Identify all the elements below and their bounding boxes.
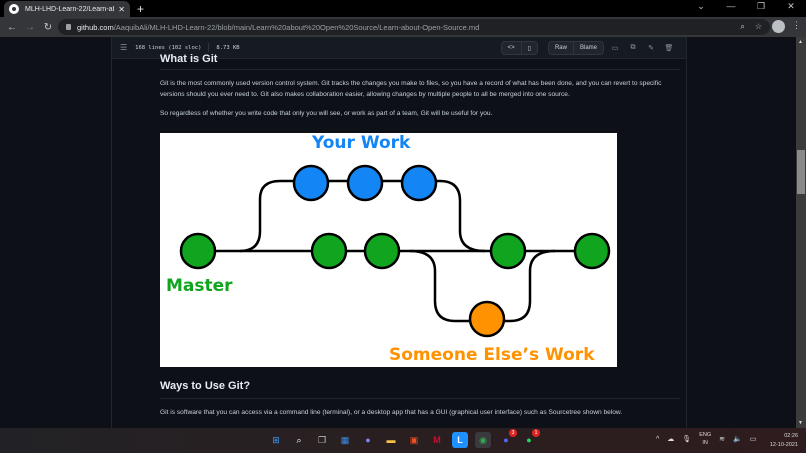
widgets-icon[interactable]: ▦ <box>340 434 350 445</box>
start-icon[interactable]: ⊞ <box>272 434 280 445</box>
heading-ways-to-use-git: Ways to Use Git? <box>160 380 680 399</box>
markdown-body-section-2: Ways to Use Git? Git is software that yo… <box>160 380 680 418</box>
label-master: Master <box>166 276 233 296</box>
file-viewer: ☰ 168 lines (102 sloc) 8.73 KB <> ▯ Raw … <box>111 37 687 428</box>
desktop-icon[interactable]: ▭ <box>611 45 619 52</box>
bookmark-star-icon[interactable]: ☆ <box>754 22 762 31</box>
notification-badge: 3 <box>509 429 517 437</box>
task-view-icon[interactable]: ❐ <box>317 434 327 445</box>
onedrive-icon[interactable]: ☁ <box>667 436 675 443</box>
url-path: /AaquibAli/MLH-LHD-Learn-22/blob/main/Le… <box>113 22 480 32</box>
github-favicon-icon <box>9 4 19 14</box>
forward-button[interactable]: → <box>25 21 35 33</box>
wifi-icon[interactable]: ≋ <box>719 436 725 443</box>
browser-tab[interactable]: MLH-LHD-Learn-22/Learn-about- ✕ <box>4 1 130 17</box>
notification-badge: 1 <box>532 429 540 437</box>
battery-icon[interactable]: ▭ <box>749 436 757 443</box>
profile-avatar[interactable] <box>772 20 785 33</box>
file-line-count: 168 lines (102 sloc) <box>135 44 202 51</box>
browser-tab-strip: MLH-LHD-Learn-22/Learn-about- ✕ + ⌄ — ❐ … <box>0 0 806 17</box>
taskbar-apps: ⊞ ⌕ ❐ ▦ ● ▬ ▣ M L ◉ ●3 ●1 <box>268 429 540 448</box>
edit-pencil-icon[interactable]: ✎ <box>648 45 654 52</box>
divider <box>208 43 210 52</box>
app-l-icon[interactable]: L <box>452 432 468 448</box>
browser-menu-icon[interactable]: ⋮ <box>792 20 801 30</box>
paragraph: Git is software that you can access via … <box>160 409 623 416</box>
preview-button[interactable]: ▯ <box>520 42 537 54</box>
copy-icon[interactable]: ⧉ <box>630 44 636 51</box>
view-toggle-group: <> ▯ <box>500 41 538 55</box>
scrollbar-thumb[interactable] <box>797 150 805 194</box>
close-window-button[interactable]: ✕ <box>787 1 795 11</box>
file-header: ☰ 168 lines (102 sloc) 8.73 KB <> ▯ Raw … <box>112 37 686 59</box>
language-indicator[interactable]: ENG IN <box>699 432 712 446</box>
browser-toolbar: ← → ↻ github.com /AaquibAli/MLH-LHD-Lear… <box>0 17 806 37</box>
store-icon[interactable]: ▣ <box>409 434 419 445</box>
trash-icon[interactable]: 🗑 <box>664 45 674 52</box>
outline-list-icon[interactable]: ☰ <box>120 43 128 52</box>
microphone-icon[interactable]: 🎙 <box>682 436 692 443</box>
date: 12-10-2021 <box>769 442 798 448</box>
windows-taskbar: ⊞ ⌕ ❐ ▦ ● ▬ ▣ M L ◉ ●3 ●1 ^ ☁ 🎙 ENG IN ≋… <box>0 428 806 453</box>
raw-blame-group: Raw Blame <box>547 41 604 55</box>
system-tray: ^ ☁ 🎙 ENG IN ≋ 🔈 ▭ <box>656 431 756 447</box>
discord-icon[interactable]: ●3 <box>498 429 517 448</box>
tray-chevron-icon[interactable]: ^ <box>656 435 660 443</box>
scroll-up-icon[interactable]: ▲ <box>798 39 803 45</box>
whatsapp-icon[interactable]: ●1 <box>521 429 540 448</box>
tab-search-icon[interactable]: ⌄ <box>697 1 705 11</box>
blame-button[interactable]: Blame <box>572 42 603 54</box>
file-explorer-icon[interactable]: ▬ <box>386 435 396 445</box>
github-page: ☰ 168 lines (102 sloc) 8.73 KB <> ▯ Raw … <box>0 37 796 428</box>
raw-button[interactable]: Raw <box>554 45 567 51</box>
zoom-icon[interactable]: ⌕ <box>740 22 745 31</box>
url-host: github.com <box>77 22 114 32</box>
paragraph: Git is the most commonly used version co… <box>160 80 662 98</box>
address-bar[interactable]: github.com /AaquibAli/MLH-LHD-Learn-22/b… <box>58 19 770 35</box>
time: 02:26 <box>784 433 798 439</box>
heading-what-is-git: What is Git <box>160 53 680 70</box>
tab-close-icon[interactable]: ✕ <box>118 4 125 14</box>
page-scrollbar[interactable]: ▲ ▼ <box>796 37 806 428</box>
file-size: 8.73 KB <box>216 44 240 51</box>
maximize-button[interactable]: ❐ <box>756 1 766 11</box>
reload-button[interactable]: ↻ <box>43 21 53 33</box>
window-controls: ⌄ — ❐ ✕ <box>686 1 806 12</box>
paragraph: So regardless of whether you write code … <box>160 110 493 117</box>
markdown-body: What is Git Git is the most commonly use… <box>160 53 680 119</box>
git-branching-diagram: Your Work Master Someone Else’s Work <box>160 133 617 367</box>
volume-icon[interactable]: 🔈 <box>732 436 742 443</box>
label-your-work: Your Work <box>312 133 411 153</box>
scroll-down-icon[interactable]: ▼ <box>798 420 803 426</box>
tab-title: MLH-LHD-Learn-22/Learn-about- <box>25 5 114 13</box>
search-icon[interactable]: ⌕ <box>296 434 302 445</box>
chrome-icon[interactable]: ◉ <box>475 432 491 448</box>
teams-chat-icon[interactable]: ● <box>365 435 371 445</box>
label-someone-else: Someone Else’s Work <box>389 345 595 365</box>
lock-icon[interactable] <box>66 24 71 30</box>
new-tab-button[interactable]: + <box>137 2 145 16</box>
back-button[interactable]: ← <box>7 21 17 33</box>
mcafee-icon[interactable]: M <box>433 435 441 445</box>
minimize-button[interactable]: — <box>726 1 736 11</box>
clock[interactable]: 02:26 12-10-2021 <box>770 432 798 450</box>
code-view-button[interactable]: <> <box>507 45 515 51</box>
